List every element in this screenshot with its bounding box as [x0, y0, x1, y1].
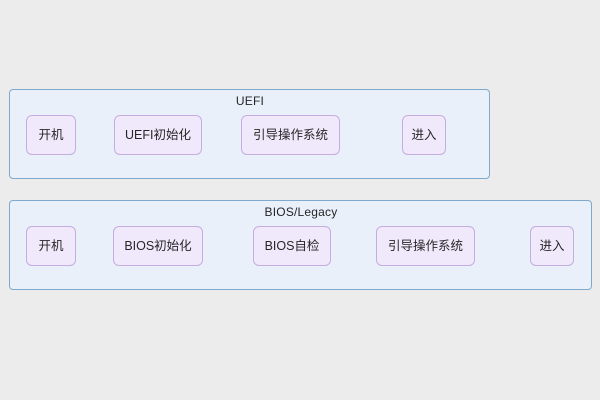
- node-label: 引导操作系统: [252, 127, 328, 142]
- node-label: 引导操作系统: [387, 238, 463, 253]
- node-label: UEFI初始化: [125, 127, 191, 142]
- node-label: BIOS初始化: [124, 238, 192, 253]
- node-label: BIOS自检: [264, 238, 320, 253]
- node-uefi-n1[interactable]: 开机: [26, 115, 76, 155]
- node-bios-n2[interactable]: BIOS初始化: [113, 226, 203, 266]
- node-bios-n1[interactable]: 开机: [26, 226, 76, 266]
- node-uefi-n2[interactable]: UEFI初始化: [114, 115, 202, 155]
- node-label: 进入: [539, 238, 565, 253]
- node-bios-n5[interactable]: 进入: [530, 226, 574, 266]
- node-bios-n3[interactable]: BIOS自检: [253, 226, 331, 266]
- group-title-bios: BIOS/Legacy: [264, 205, 338, 219]
- node-uefi-n3[interactable]: 引导操作系统: [241, 115, 340, 155]
- node-label: 开机: [38, 127, 64, 142]
- node-label: 进入: [411, 127, 437, 142]
- node-label: 开机: [38, 238, 64, 253]
- group-title-uefi: UEFI: [235, 94, 265, 108]
- node-bios-n4[interactable]: 引导操作系统: [376, 226, 475, 266]
- node-uefi-n4[interactable]: 进入: [402, 115, 446, 155]
